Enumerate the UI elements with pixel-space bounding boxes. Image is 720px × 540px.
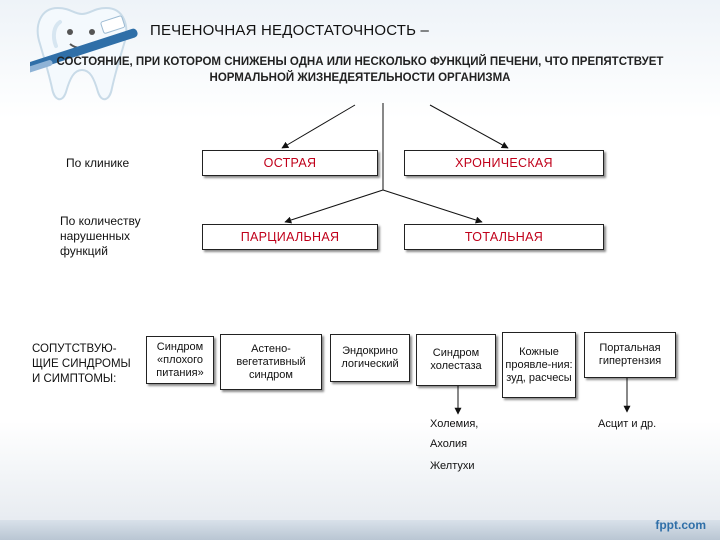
- box-malnutrition-syndrome: Синдром «плохого питания»: [146, 336, 214, 384]
- page-title: ПЕЧЕНОЧНАЯ НЕДОСТАТОЧНОСТЬ –: [150, 22, 430, 39]
- arrow-to-chronic: [429, 104, 509, 149]
- syndromes-label: СОПУТСТВУЮ-ЩИЕ СИНДРОМЫ И СИМПТОМЫ:: [32, 343, 131, 385]
- definition-text: СОСТОЯНИЕ, ПРИ КОТОРОМ СНИЖЕНЫ ОДНА ИЛИ …: [56, 56, 664, 84]
- box-total: ТОТАЛЬНАЯ: [404, 224, 604, 250]
- tooth-toothbrush-icon: [30, 6, 138, 101]
- fppt-logo: fppt.com: [655, 518, 706, 532]
- box-chronic: ХРОНИЧЕСКАЯ: [404, 150, 604, 176]
- box-partial: ПАРЦИАЛЬНАЯ: [202, 224, 378, 250]
- result-ascites: Асцит и др.: [598, 418, 657, 430]
- box-skin-manifestations: Кожные проявле-ния: зуд, расчесы: [502, 332, 576, 398]
- arrow-to-acute: [281, 104, 356, 149]
- box-astheno-vegetative-syndrome: Астено-вегетативный синдром: [220, 334, 322, 390]
- box-acute: ОСТРАЯ: [202, 150, 378, 176]
- result-cholemia: Холемия,: [430, 418, 479, 430]
- box-cholestasis-syndrome: Синдром холестаза: [416, 334, 496, 386]
- footer-bar: [0, 520, 720, 540]
- box-endocrine: Эндокрино логический: [330, 334, 410, 382]
- row-label-quantity: По количеству нарушенных функций: [60, 214, 141, 258]
- row-label-clinic: По клинике: [66, 156, 130, 170]
- arrow-to-partial: [284, 189, 384, 224]
- result-jaundice: Желтухи: [430, 460, 475, 472]
- box-portal-hypertension: Портальная гипертензия: [584, 332, 676, 378]
- result-acholia: Ахолия: [430, 438, 468, 450]
- arrow-to-total: [382, 189, 483, 224]
